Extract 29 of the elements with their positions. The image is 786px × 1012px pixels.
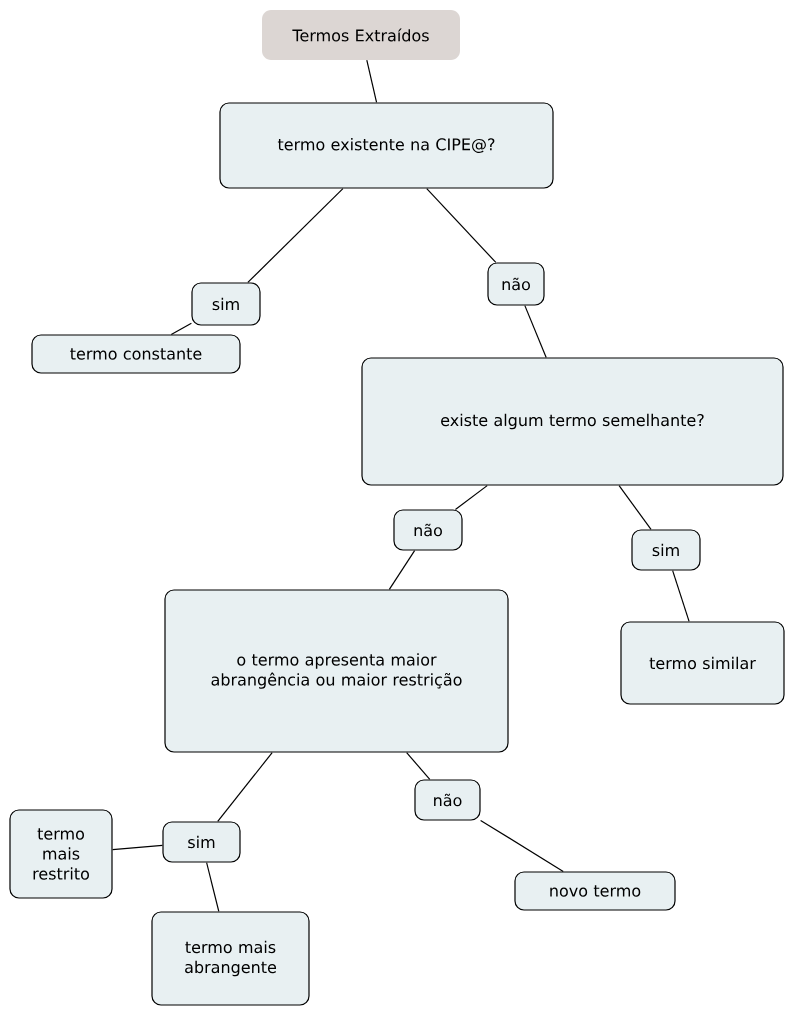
connector-line bbox=[672, 570, 690, 622]
answer-box: não bbox=[414, 779, 481, 821]
connector-line bbox=[170, 322, 192, 335]
connector-line bbox=[112, 844, 163, 851]
question-box: termo existente na CIPE@? bbox=[219, 102, 554, 189]
connector-line bbox=[247, 188, 344, 283]
answer-box: sim bbox=[191, 282, 261, 326]
connector-line bbox=[618, 485, 652, 530]
result-box: termo mais abrangente bbox=[151, 911, 310, 1006]
connector-line bbox=[388, 550, 416, 590]
answer-box: sim bbox=[162, 821, 241, 863]
connector-line bbox=[426, 188, 497, 263]
title-box: Termos Extraídos bbox=[262, 10, 460, 60]
answer-box: não bbox=[487, 262, 545, 306]
connector-line bbox=[406, 752, 431, 780]
connector-line bbox=[206, 862, 220, 912]
answer-box: sim bbox=[631, 529, 701, 571]
result-box: termo constante bbox=[31, 334, 241, 374]
result-box: termo similar bbox=[620, 621, 785, 705]
connector-line bbox=[480, 819, 564, 872]
result-box: termo mais restrito bbox=[9, 809, 113, 899]
question-box: o termo apresenta maior abrangência ou maior restrição bbox=[164, 589, 509, 753]
connector-line bbox=[366, 59, 378, 103]
connector-line bbox=[454, 485, 488, 510]
connector-line bbox=[524, 305, 547, 358]
connector-line bbox=[217, 752, 273, 822]
question-box: existe algum termo semelhante? bbox=[361, 357, 784, 486]
result-box: novo termo bbox=[514, 871, 676, 911]
answer-box: não bbox=[393, 509, 463, 551]
